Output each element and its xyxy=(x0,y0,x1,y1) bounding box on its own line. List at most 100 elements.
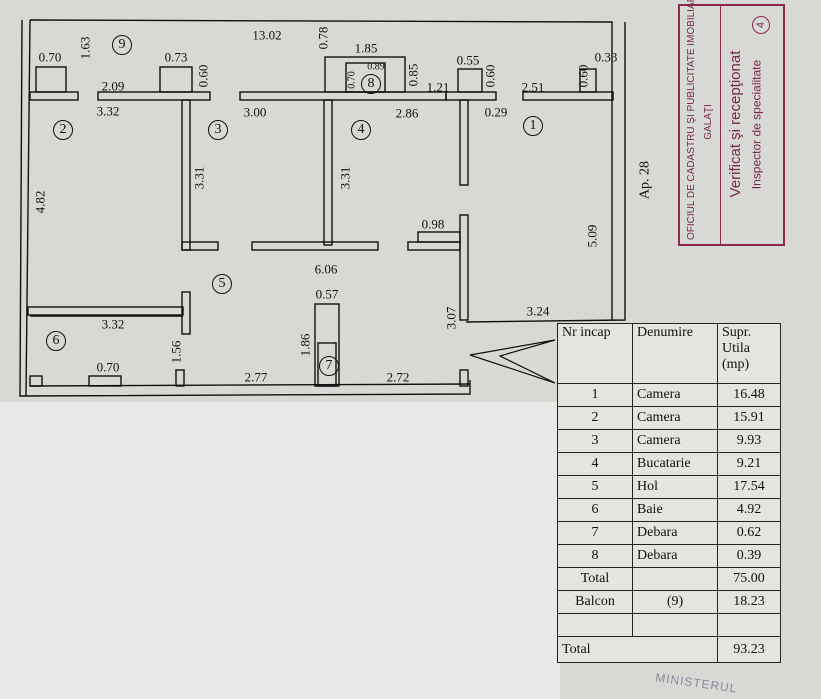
cell-area: 0.39 xyxy=(717,544,781,568)
cell-name: Debara xyxy=(632,521,718,545)
balcony-area: 18.23 xyxy=(717,590,781,614)
empty-cell xyxy=(557,613,633,637)
dimension-label: 0.70 xyxy=(96,359,120,375)
cell-name: Debara xyxy=(632,544,718,568)
header-area: Supr. Utila (mp) xyxy=(717,323,781,384)
total-value: 93.23 xyxy=(717,636,781,663)
room-number-3: 3 xyxy=(208,120,228,140)
dimension-label: 0.70 xyxy=(346,71,358,89)
cell-name: Camera xyxy=(632,429,718,453)
dimension-label: 13.02 xyxy=(252,27,282,43)
cell-area: 16.48 xyxy=(717,383,781,407)
room-number-7: 7 xyxy=(319,356,339,376)
subtotal-value: 75.00 xyxy=(717,567,781,591)
stamp-city: GALAŢI xyxy=(703,104,714,140)
room-number-1: 1 xyxy=(523,116,543,136)
empty-cell xyxy=(632,567,718,591)
dimension-label: 2.51 xyxy=(521,79,545,95)
empty-cell xyxy=(632,613,718,637)
stamp-divider xyxy=(720,6,721,244)
cell-area: 15.91 xyxy=(717,406,781,430)
total-label: Total xyxy=(557,636,718,663)
dimension-label: 5.09 xyxy=(584,224,600,248)
cell-area: 0.62 xyxy=(717,521,781,545)
stamp-inspector: Inspector de specialitate xyxy=(749,59,764,190)
dimension-label: 3.32 xyxy=(96,103,120,119)
dimension-label: 0.55 xyxy=(456,52,480,68)
blank-paper-area xyxy=(0,402,560,699)
dimension-label: 2.86 xyxy=(395,105,419,121)
cell-nr: 4 xyxy=(557,452,633,476)
header-name: Denumire xyxy=(632,323,718,384)
dimension-label: 0.33 xyxy=(594,49,618,65)
dimension-label: 6.06 xyxy=(314,261,338,277)
cell-area: 9.21 xyxy=(717,452,781,476)
cell-nr: 6 xyxy=(557,498,633,522)
dimension-label: 0.70 xyxy=(38,49,62,65)
room-number-6: 6 xyxy=(46,331,66,351)
cell-name: Bucatarie xyxy=(632,452,718,476)
cell-nr: 3 xyxy=(557,429,633,453)
cell-nr: 2 xyxy=(557,406,633,430)
cadastre-stamp: OFICIUL DE CADASTRU ŞI PUBLICITATE IMOBI… xyxy=(678,0,785,246)
dimension-label: 0.98 xyxy=(421,216,445,232)
stamp-office: OFICIUL DE CADASTRU ŞI PUBLICITATE IMOBI… xyxy=(686,0,697,240)
cell-name: Hol xyxy=(632,475,718,499)
dimension-label: 0.29 xyxy=(484,104,508,120)
dimension-label: 2.72 xyxy=(386,369,410,385)
dimension-label: 0.57 xyxy=(315,286,339,302)
empty-cell xyxy=(717,613,781,637)
dimension-label: 0.78 xyxy=(315,26,331,50)
subtotal-label: Total xyxy=(557,567,633,591)
dimension-label: 3.07 xyxy=(443,306,459,330)
stamp-verified: Verificat şi recepţionat xyxy=(727,50,744,198)
dimension-label: 2.09 xyxy=(101,78,125,94)
dimension-label: 0.60 xyxy=(575,64,591,88)
cell-name: Camera xyxy=(632,383,718,407)
cell-name: Camera xyxy=(632,406,718,430)
stamp-number: 4 xyxy=(752,16,770,34)
dimension-label: 0.60 xyxy=(482,64,498,88)
cell-area: 9.93 xyxy=(717,429,781,453)
entrance-arrow xyxy=(469,339,556,384)
apartment-label: Ap. 28 xyxy=(637,160,653,200)
cell-name: Baie xyxy=(632,498,718,522)
room-number-4: 4 xyxy=(351,120,371,140)
cell-nr: 1 xyxy=(557,383,633,407)
balcony-ref: (9) xyxy=(632,590,718,614)
cell-nr: 5 xyxy=(557,475,633,499)
dimension-label: 1.86 xyxy=(297,333,313,357)
dimension-label: 1.63 xyxy=(77,36,93,60)
room-number-5: 5 xyxy=(212,274,232,294)
dimension-label: 1.85 xyxy=(354,40,378,56)
dimension-label: 4.82 xyxy=(32,190,48,214)
balcony-label: Balcon xyxy=(557,590,633,614)
dimension-label: 3.31 xyxy=(191,166,207,190)
cell-nr: 8 xyxy=(557,544,633,568)
dimension-label: 1.21 xyxy=(426,79,450,95)
dimension-label: 0.85 xyxy=(405,63,421,87)
header-nr: Nr incap xyxy=(557,323,633,384)
cell-area: 4.92 xyxy=(717,498,781,522)
room-number-8: 8 xyxy=(361,74,381,94)
dimension-label: 0.73 xyxy=(164,49,188,65)
dimension-label: 3.32 xyxy=(101,316,125,332)
dimension-label: 1.56 xyxy=(168,340,184,364)
cell-area: 17.54 xyxy=(717,475,781,499)
cell-nr: 7 xyxy=(557,521,633,545)
room-number-2: 2 xyxy=(53,120,73,140)
dimension-label: 3.31 xyxy=(337,166,353,190)
dimension-label: 0.60 xyxy=(195,64,211,88)
room-number-9: 9 xyxy=(112,35,132,55)
dimension-label: 2.77 xyxy=(244,369,268,385)
